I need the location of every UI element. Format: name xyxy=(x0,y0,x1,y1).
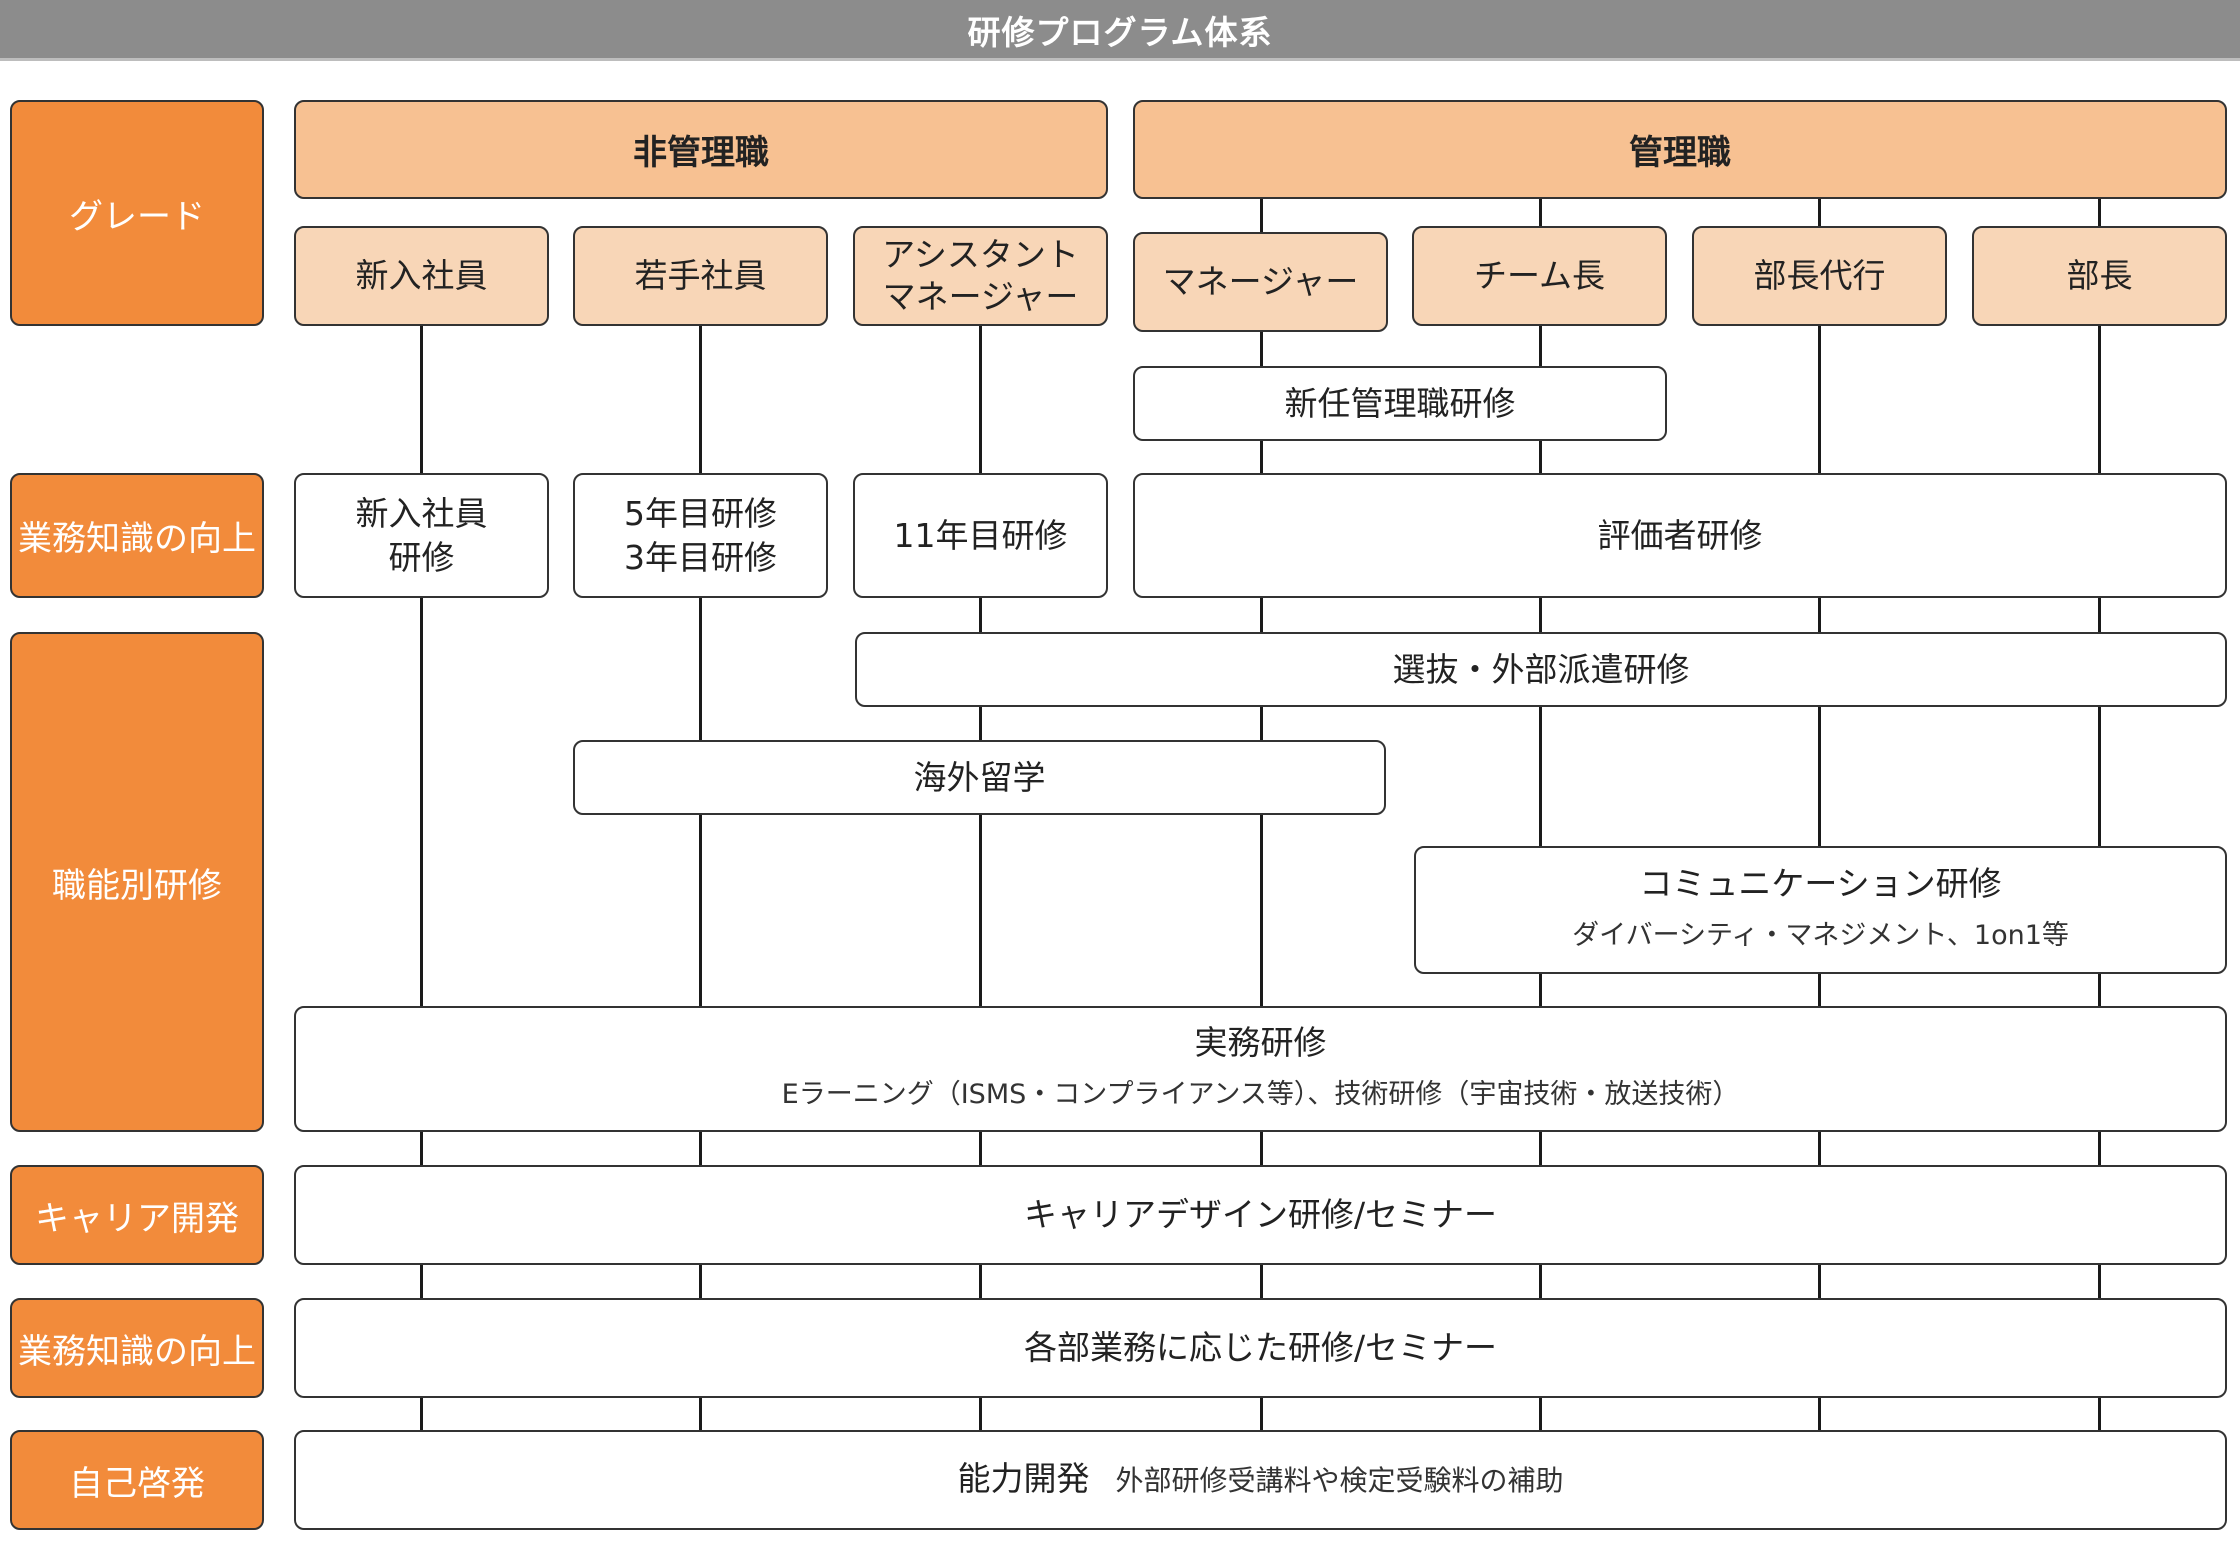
program-year5-training: 5年目研修 xyxy=(624,493,777,533)
category-grade: グレード xyxy=(10,100,264,326)
grade-director: 部長 xyxy=(1972,226,2227,326)
program-year11-training: 11年目研修 xyxy=(853,473,1108,598)
program-year3-training: 3年目研修 xyxy=(624,537,777,577)
category-business-knowledge-1: 業務知識の向上 xyxy=(10,473,264,598)
program-selected-external-training: 選抜・外部派遣研修 xyxy=(855,632,2227,707)
grade-line-new-employee xyxy=(420,326,423,1450)
grade-line-young-employee xyxy=(699,326,702,1450)
category-functional-training: 職能別研修 xyxy=(10,632,264,1132)
program-new-employee-training: 新入社員 研修 xyxy=(294,473,549,598)
grade-new-employee: 新入社員 xyxy=(294,226,549,326)
category-business-knowledge-2: 業務知識の向上 xyxy=(10,1298,264,1398)
program-new-employee-training-line2: 研修 xyxy=(388,537,455,577)
program-new-manager-training: 新任管理職研修 xyxy=(1133,366,1667,441)
grade-assistant-manager-line1: アシスタント xyxy=(882,235,1079,274)
grade-deputy-director: 部長代行 xyxy=(1692,226,1947,326)
grade-team-leader: チーム長 xyxy=(1412,226,1667,326)
grade-line-manager xyxy=(1260,199,1263,1450)
program-capability-development-subtitle: 外部研修受講料や検定受験料の補助 xyxy=(1115,1464,1564,1497)
grade-group-non-management: 非管理職 xyxy=(294,100,1108,199)
program-practical-training-subtitle: Eラーニング（ISMS・コンプライアンス等）、技術研修（宇宙技術・放送技術） xyxy=(781,1079,1740,1110)
program-capability-development: 能力開発 外部研修受講料や検定受験料の補助 xyxy=(294,1430,2227,1530)
page-title: 研修プログラム体系 xyxy=(0,0,2240,60)
program-year5-year3-training: 5年目研修 3年目研修 xyxy=(573,473,828,598)
program-department-training: 各部業務に応じた研修/セミナー xyxy=(294,1298,2227,1398)
grade-line-assistant-manager xyxy=(979,326,982,1450)
grade-assistant-manager: アシスタント マネージャー xyxy=(853,226,1108,326)
program-study-abroad: 海外留学 xyxy=(573,740,1386,815)
title-divider xyxy=(0,58,2240,61)
program-practical-training: 実務研修 Eラーニング（ISMS・コンプライアンス等）、技術研修（宇宙技術・放送… xyxy=(294,1006,2227,1132)
category-self-development: 自己啓発 xyxy=(10,1430,264,1530)
grade-line-director xyxy=(2098,199,2101,1450)
program-career-design: キャリアデザイン研修/セミナー xyxy=(294,1165,2227,1265)
category-career-development: キャリア開発 xyxy=(10,1165,264,1265)
program-communication-training: コミュニケーション研修 ダイバーシティ・マネジメント、1on1等 xyxy=(1414,846,2227,974)
grade-young-employee: 若手社員 xyxy=(573,226,828,326)
program-evaluator-training: 評価者研修 xyxy=(1133,473,2227,598)
capability-development-row: 能力開発 外部研修受講料や検定受験料の補助 xyxy=(957,1457,1563,1503)
program-capability-development-title: 能力開発 xyxy=(957,1459,1090,1498)
program-new-employee-training-line1: 新入社員 xyxy=(355,493,488,533)
grade-line-deputy-director xyxy=(1818,199,1821,1450)
grade-group-management: 管理職 xyxy=(1133,100,2227,199)
program-communication-training-title: コミュニケーション研修 xyxy=(1639,864,2002,903)
grade-line-team-leader xyxy=(1539,199,1542,1450)
grade-manager: マネージャー xyxy=(1133,232,1388,332)
grade-assistant-manager-line2: マネージャー xyxy=(882,277,1079,316)
program-communication-training-subtitle: ダイバーシティ・マネジメント、1on1等 xyxy=(1572,920,2069,951)
program-practical-training-title: 実務研修 xyxy=(1194,1023,1327,1062)
